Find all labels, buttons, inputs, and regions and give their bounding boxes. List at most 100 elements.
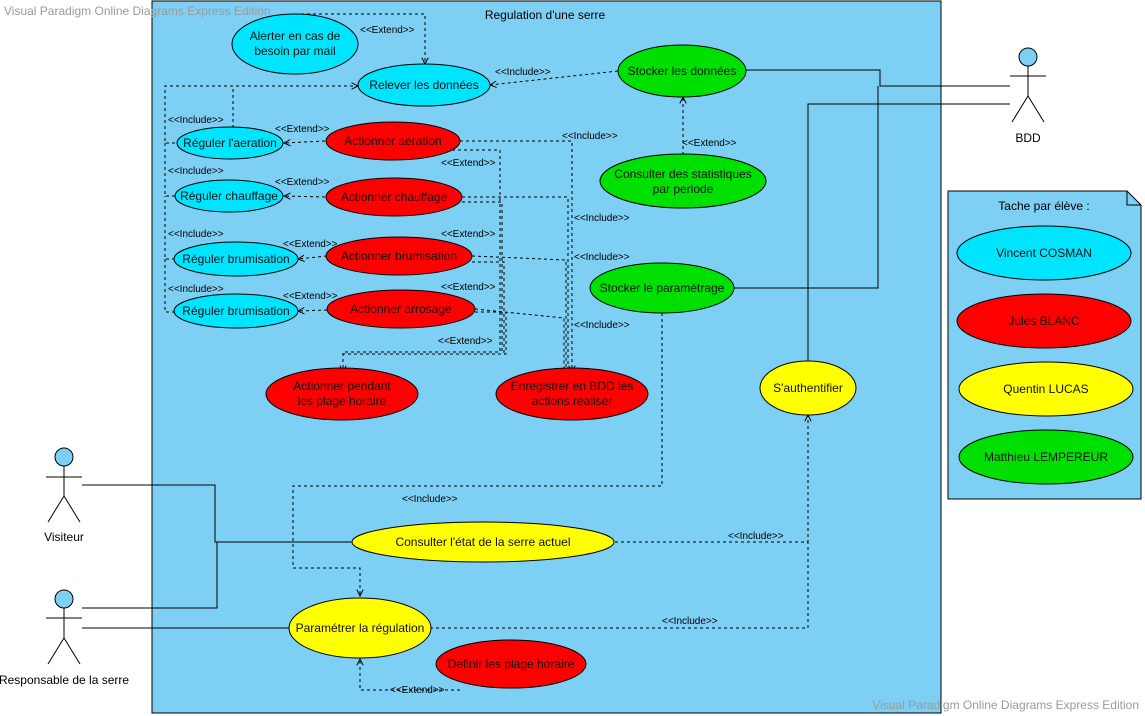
svg-text:Jules BLANC: Jules BLANC <box>1008 314 1080 328</box>
svg-text:Consulter des statistiques: Consulter des statistiques <box>614 167 751 181</box>
uc-actionner-brumisation[interactable]: Actionner brumisation <box>325 236 473 276</box>
svg-text:Actionner aeration: Actionner aeration <box>344 134 441 148</box>
actor-visiteur-head <box>54 447 74 467</box>
legend-student-3: Quentin LUCAS <box>958 361 1134 417</box>
uc-consulter-etat[interactable]: Consulter l'état de la serre actuel <box>351 521 615 563</box>
svg-text:Quentin LUCAS: Quentin LUCAS <box>1003 382 1088 396</box>
svg-text:Actionner chauffage: Actionner chauffage <box>341 190 448 204</box>
rel-brumisation-enregistrer <box>471 255 567 372</box>
label-include-3: <<Include>> <box>168 229 224 240</box>
rel-chauffage-enregistrer <box>462 196 569 372</box>
rel-plage-chauffage <box>462 201 503 354</box>
svg-text:Réguler brumisation: Réguler brumisation <box>182 304 289 318</box>
label-include-parametrer: <<Include>> <box>402 494 458 505</box>
legend-student-2: Jules BLANC <box>956 293 1132 349</box>
actor-bdd-head <box>1018 47 1038 67</box>
label-include-1: <<Include>> <box>168 115 224 126</box>
legend-student-1: Vincent COSMAN <box>956 225 1132 281</box>
actor-bdd[interactable]: BDD <box>1010 47 1046 145</box>
watermark-bottom: Visual Paradigm Online Diagrams Express … <box>872 698 1139 712</box>
assoc-bdd-stocker-parametrage <box>734 86 879 289</box>
svg-text:Paramétrer la régulation: Paramétrer la régulation <box>296 621 425 635</box>
svg-text:les plage horaire: les plage horaire <box>298 394 387 408</box>
svg-text:par periode: par periode <box>653 182 714 196</box>
uc-actionner-chauffage[interactable]: Actionner chauffage <box>325 177 463 217</box>
label-include-4: <<Include>> <box>168 284 224 295</box>
svg-text:Réguler chauffage: Réguler chauffage <box>180 189 278 203</box>
rel-definir-parametrer <box>360 659 460 691</box>
label-include-enregistrer-1: <<Include>> <box>562 131 618 142</box>
label-extend-chauffage: <<Extend>> <box>275 177 330 188</box>
assoc-responsable-consulter <box>82 542 218 609</box>
uc-stocker-donnees[interactable]: Stocker les données <box>617 44 747 98</box>
label-include-stocker: <<Include>> <box>495 67 551 78</box>
rel-parametrer-auth <box>430 542 809 629</box>
legend-student-4: Matthieu LEMPEREUR <box>958 429 1134 485</box>
svg-text:Stocker les données: Stocker les données <box>628 64 737 78</box>
uc-alerter[interactable]: Alerter en cas de besoin par mail <box>231 13 359 75</box>
uc-reguler-chauffage[interactable]: Réguler chauffage <box>174 179 284 213</box>
actor-bdd-body <box>1010 66 1046 123</box>
label-extend-arrosage: <<Extend>> <box>283 291 338 302</box>
label-include-2: <<Include>> <box>168 166 224 177</box>
label-extend-definir: <<Extend>> <box>390 685 445 696</box>
label-extend-plage-4: <<Extend>> <box>438 336 493 347</box>
label-include-parametrer-auth: <<Include>> <box>662 616 718 627</box>
assoc-visiteur <box>82 484 353 543</box>
uc-definir-plage[interactable]: Definir les plage horaire <box>435 639 587 689</box>
svg-text:Réguler l'aeration: Réguler l'aeration <box>183 136 277 150</box>
uc-reguler-aeration[interactable]: Réguler l'aeration <box>176 126 284 160</box>
rel-plage-aeration <box>343 149 501 372</box>
uc-parametrer[interactable]: Paramétrer la régulation <box>288 597 432 659</box>
uc-reguler-brumisation-2[interactable]: Réguler brumisation <box>173 293 299 329</box>
label-extend-plage-2: <<Extend>> <box>441 229 496 240</box>
actor-responsable-body <box>46 608 82 665</box>
svg-text:actions realiser: actions realiser <box>532 394 613 408</box>
svg-text:Réguler brumisation: Réguler brumisation <box>182 252 289 266</box>
label-extend-aeration: <<Extend>> <box>275 124 330 135</box>
actor-responsable[interactable]: Responsable de la serre <box>0 589 129 687</box>
uc-enregistrer-bdd[interactable]: Enregistrer en BDD les actions realiser <box>495 367 649 421</box>
rel-plage-brumisation <box>472 261 505 354</box>
svg-text:Actionner brumisation: Actionner brumisation <box>341 249 457 263</box>
label-extend-plage-1: <<Extend>> <box>441 158 496 169</box>
assoc-bdd-authentifier <box>807 103 1010 362</box>
svg-text:Alerter en cas de: Alerter en cas de <box>250 29 341 43</box>
uc-relever[interactable]: Relever les données <box>357 63 491 107</box>
rel-parametrer-stocker <box>292 313 663 596</box>
assoc-bdd-stocker-donnees <box>745 69 1010 87</box>
rel-aeration-reguler <box>284 141 326 143</box>
svg-text:besoin par mail: besoin par mail <box>254 44 335 58</box>
uc-consulter-stats[interactable]: Consulter des statistiques par periode <box>599 153 767 209</box>
svg-text:Consulter l'état de la serre a: Consulter l'état de la serre actuel <box>395 535 570 549</box>
label-include-enregistrer-3: <<Include>> <box>574 252 630 263</box>
svg-text:Actionner arrosage: Actionner arrosage <box>350 302 452 316</box>
rel-aeration-enregistrer <box>460 140 572 372</box>
svg-text:Definir les plage horaire: Definir les plage horaire <box>448 657 575 671</box>
label-include-consulter-auth: <<Include>> <box>728 531 784 542</box>
uc-actionner-arrosage[interactable]: Actionner arrosage <box>326 289 476 329</box>
svg-text:Vincent COSMAN: Vincent COSMAN <box>996 246 1092 260</box>
actor-visiteur[interactable]: Visiteur <box>44 447 84 544</box>
rel-brumisation-reguler <box>298 256 328 259</box>
svg-text:Matthieu LEMPEREUR: Matthieu LEMPEREUR <box>984 450 1108 464</box>
label-extend-alerter: <<Extend>> <box>360 25 415 36</box>
label-include-enregistrer-4: <<Include>> <box>574 320 630 331</box>
watermark-top: Visual Paradigm Online Diagrams Express … <box>4 4 271 18</box>
uc-reguler-brumisation-1[interactable]: Réguler brumisation <box>173 241 299 277</box>
system-title: Regulation d'une serre <box>485 8 606 22</box>
actor-bdd-label: BDD <box>1015 131 1041 145</box>
actor-visiteur-label: Visiteur <box>44 530 84 544</box>
legend-note-fold <box>1126 191 1141 206</box>
actor-responsable-head <box>54 589 74 609</box>
legend-title: Tache par élève : <box>998 199 1089 213</box>
rel-chauffage-reguler <box>284 196 326 197</box>
legend-note: Tache par élève : Vincent COSMAN Jules B… <box>947 190 1142 500</box>
svg-text:Relever les données: Relever les données <box>369 78 478 92</box>
uc-actionner-aeration[interactable]: Actionner aeration <box>325 121 461 161</box>
uc-stocker-parametrage[interactable]: Stocker le paramètrage <box>589 262 735 314</box>
label-extend-brumisation: <<Extend>> <box>283 239 338 250</box>
uc-actionner-plage[interactable]: Actionner pendant les plage horaire <box>265 367 419 421</box>
uc-authentifier[interactable]: S'authentifier <box>759 360 857 416</box>
rel-arrosage-reguler <box>298 310 328 311</box>
